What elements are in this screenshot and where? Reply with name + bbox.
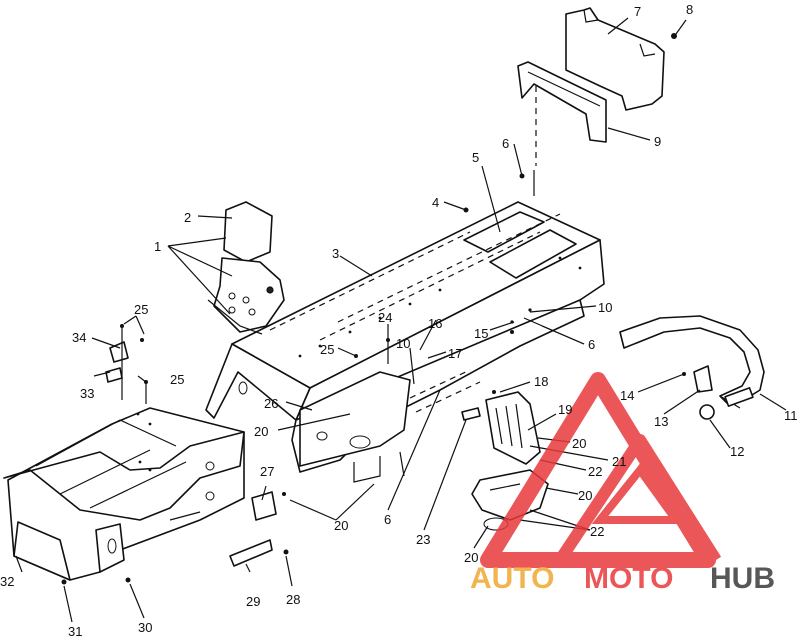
flap-bracket-part xyxy=(517,61,607,143)
rear-suspension-bracket-part xyxy=(461,391,549,531)
callout-16: 16 xyxy=(428,316,442,331)
callout-14: 14 xyxy=(620,388,634,403)
callout-27: 27 xyxy=(260,464,274,479)
callout-20-right-upper: 20 xyxy=(572,436,586,451)
callout-6-top: 6 xyxy=(502,136,509,151)
callout-25-top: 25 xyxy=(134,302,148,317)
bumper-end-cap-part xyxy=(699,404,715,420)
callout-25-mid: 25 xyxy=(170,372,184,387)
leader-lines xyxy=(15,17,787,623)
watermark-word-auto: AUTO xyxy=(470,562,554,595)
front-bulkhead-part xyxy=(3,407,245,581)
reinforcement-strip-part xyxy=(229,539,273,567)
callout-12: 12 xyxy=(730,444,744,459)
callout-4: 4 xyxy=(432,195,439,210)
watermark-logo: AUTO MOTO HUB xyxy=(470,372,775,595)
callout-1: 1 xyxy=(154,239,161,254)
chassis-side-beam xyxy=(291,299,585,483)
callout-20-right-lower: 20 xyxy=(578,488,592,503)
callout-17: 17 xyxy=(448,346,462,361)
callout-7: 7 xyxy=(634,4,641,19)
flap-bolt-part xyxy=(671,33,677,39)
steering-post-bracket-part xyxy=(109,341,129,363)
callout-29: 29 xyxy=(246,594,260,609)
callout-22-lower: 22 xyxy=(590,524,604,539)
mount-plate-part xyxy=(251,491,277,521)
callout-15: 15 xyxy=(474,326,488,341)
callout-33: 33 xyxy=(80,386,94,401)
callout-23: 23 xyxy=(416,532,430,547)
callout-5: 5 xyxy=(472,150,479,165)
callout-26: 26 xyxy=(264,396,278,411)
callout-34: 34 xyxy=(72,330,86,345)
callout-22-upper: 22 xyxy=(588,464,602,479)
callout-10-left: 10 xyxy=(396,336,410,351)
callout-13: 13 xyxy=(654,414,668,429)
callout-25-tunnel: 25 xyxy=(320,342,334,357)
engine-mount-bracket-part xyxy=(207,201,285,335)
callout-19: 19 xyxy=(558,402,572,417)
callout-2: 2 xyxy=(184,210,191,225)
callout-6-bottom: 6 xyxy=(384,512,391,527)
callout-28: 28 xyxy=(286,592,300,607)
callout-31: 31 xyxy=(68,624,82,638)
callout-20-bottom: 20 xyxy=(334,518,348,533)
callout-6-right: 6 xyxy=(588,337,595,352)
callout-18: 18 xyxy=(534,374,548,389)
callout-24: 24 xyxy=(378,310,392,325)
rear-bumper-part xyxy=(619,315,765,409)
watermark-word-hub: HUB xyxy=(710,562,775,595)
callout-32: 32 xyxy=(0,574,14,589)
rear-flap-part xyxy=(565,7,665,111)
bracket-clip-part xyxy=(105,367,123,383)
watermark-word-moto: MOTO xyxy=(584,562,673,595)
callout-30: 30 xyxy=(138,620,152,635)
callout-3: 3 xyxy=(332,246,339,261)
callout-11: 11 xyxy=(784,408,798,423)
callout-8: 8 xyxy=(686,2,693,17)
bumper-bracket-part xyxy=(693,365,713,393)
callout-20-left: 20 xyxy=(254,424,268,439)
callout-20-bottom-right: 20 xyxy=(464,550,478,565)
callout-9: 9 xyxy=(654,134,661,149)
callout-10-right: 10 xyxy=(598,300,612,315)
callout-21: 21 xyxy=(612,454,626,469)
